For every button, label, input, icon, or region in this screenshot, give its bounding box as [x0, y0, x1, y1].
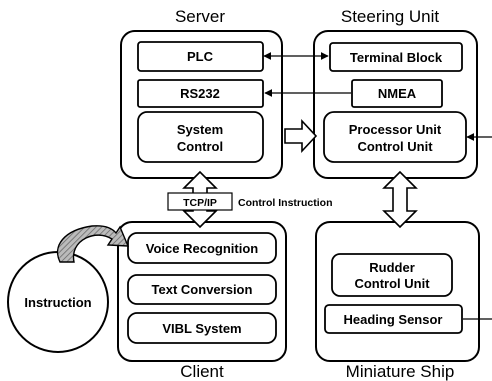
tcpip-box — [167, 192, 233, 211]
client-title: Client — [180, 362, 224, 381]
rudder-control-label-1: Rudder — [369, 260, 415, 275]
rudder-control-label-2: Control Unit — [354, 276, 430, 291]
instruction-label: Instruction — [24, 295, 91, 310]
system-to-processor-arrow — [284, 118, 318, 154]
system-control-label-1: System — [177, 122, 223, 137]
vibl-system-label: VIBL System — [162, 321, 241, 336]
processor-unit-label-1: Processor Unit — [349, 122, 442, 137]
instruction-arrow — [56, 225, 130, 263]
heading-sensor-label: Heading Sensor — [344, 312, 443, 327]
rudder-control-box — [331, 253, 453, 297]
plc-box — [137, 41, 264, 72]
steering-ship-arrow — [382, 170, 418, 229]
rs232-box — [137, 79, 264, 108]
terminal-block-box — [329, 42, 463, 72]
heading-sensor-box — [324, 304, 463, 334]
voice-recognition-box — [127, 232, 277, 264]
server-title: Server — [175, 7, 225, 26]
tcpip-label: TCP/IP — [183, 197, 217, 209]
steering-unit-title: Steering Unit — [341, 7, 440, 26]
control-instruction-label: Control Instruction — [238, 197, 333, 209]
rs232-label: RS232 — [180, 86, 220, 101]
voice-recognition-label: Voice Recognition — [146, 241, 258, 256]
terminal-block-label: Terminal Block — [350, 50, 443, 65]
vibl-system-box — [127, 312, 277, 344]
text-conversion-box — [127, 274, 277, 305]
processor-unit-box — [323, 111, 467, 163]
nmea-label: NMEA — [378, 86, 417, 101]
miniature-ship-title: Miniature Ship — [346, 362, 455, 381]
plc-label: PLC — [187, 49, 214, 64]
system-control-label-2: Control — [177, 139, 223, 154]
system-control-box — [137, 111, 264, 163]
processor-unit-label-2: Control Unit — [357, 139, 433, 154]
nmea-box — [351, 79, 443, 108]
text-conversion-label: Text Conversion — [152, 282, 253, 297]
